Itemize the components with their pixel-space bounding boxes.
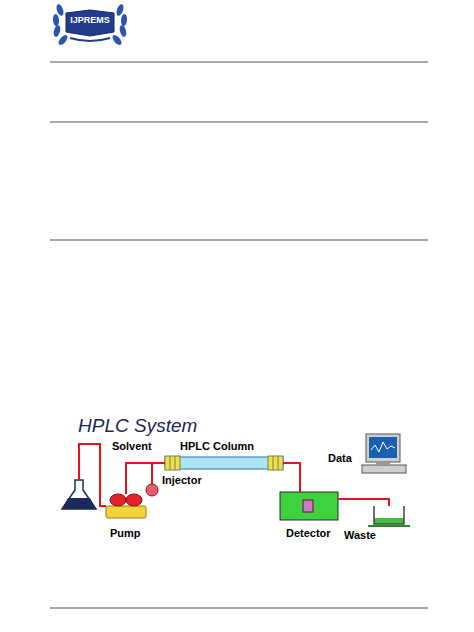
pump-node: Pump — [106, 494, 146, 518]
logo — [52, 3, 127, 46]
detector-node: Detector — [280, 492, 338, 520]
hplc-column — [165, 456, 283, 470]
component-label: Detector — [286, 527, 331, 539]
flow-line — [79, 444, 106, 506]
data-node: Data — [362, 434, 406, 474]
component-label: Injector — [162, 474, 202, 486]
column-node: HPLC Column — [165, 456, 283, 470]
solvent-node: Solvent — [62, 480, 96, 510]
pump-symbol — [106, 494, 146, 518]
computer-icon — [362, 434, 406, 473]
solvent-flask — [62, 480, 96, 509]
component-label: Pump — [110, 527, 141, 539]
logo-text: IJPREMS — [58, 16, 122, 26]
waste-beaker — [368, 506, 410, 526]
component-label: Solvent — [112, 440, 152, 452]
component-label: Waste — [344, 529, 376, 541]
flow-line — [338, 499, 389, 506]
injector-symbol — [146, 463, 158, 496]
flow-line — [126, 463, 165, 494]
flow-line — [283, 463, 300, 492]
component-label: Data — [328, 452, 352, 464]
page-rules — [50, 62, 428, 608]
injector-node: Injector — [146, 484, 158, 496]
waste-node: Waste — [374, 506, 404, 526]
component-label: HPLC Column — [180, 440, 254, 452]
detector-box — [280, 492, 338, 520]
diagram-title: HPLC System — [78, 416, 197, 437]
